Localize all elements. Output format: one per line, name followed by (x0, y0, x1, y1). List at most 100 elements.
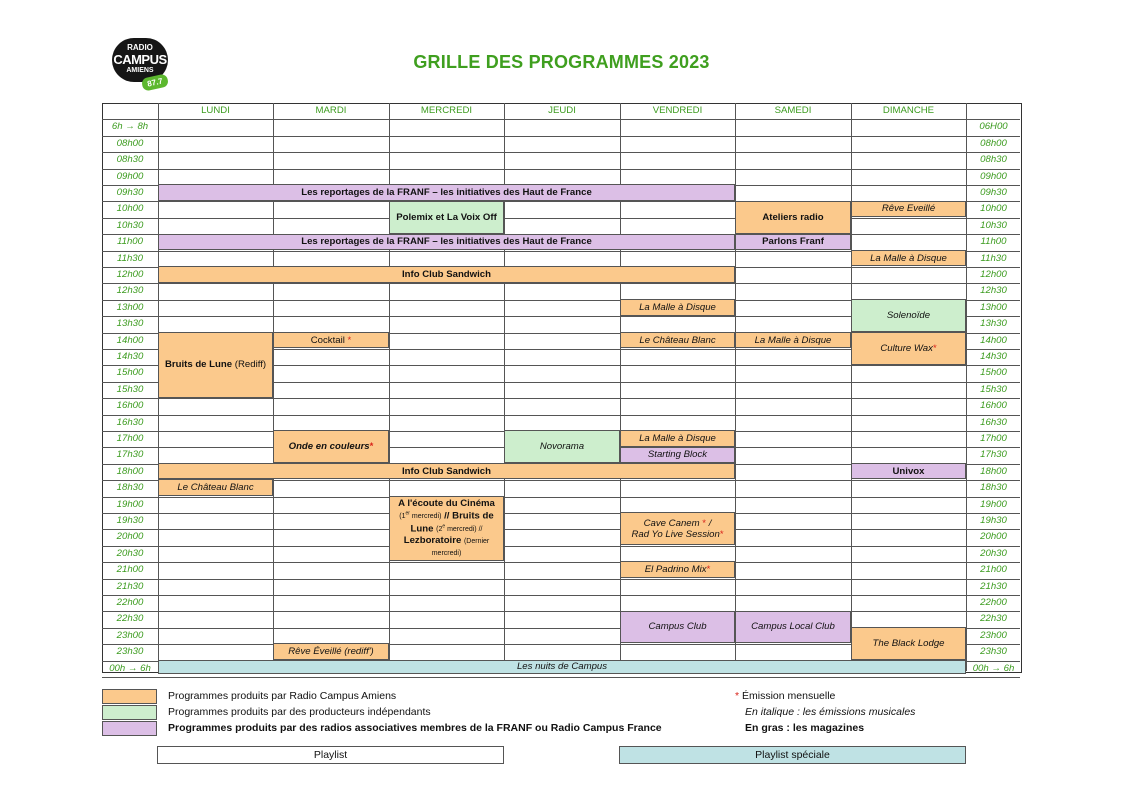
row-line (102, 398, 1020, 400)
schedule-grid: LUNDI MARDI MERCREDI JEUDI VENDREDI SAME… (102, 103, 1022, 678)
program-campus-local-club[interactable]: Campus Local Club (735, 610, 851, 644)
time-label-left: 08h30 (116, 154, 144, 166)
program-label: Novorama (539, 441, 585, 453)
legend-swatch-green (102, 705, 157, 720)
program-label: The Black Lodge (872, 637, 945, 649)
legend-swatch-purple (102, 721, 157, 736)
program-ateliers-radio[interactable]: Ateliers radio (735, 200, 851, 234)
page-title: GRILLE DES PROGRAMMES 2023 (413, 52, 710, 72)
program-univox[interactable]: Univox (851, 463, 966, 480)
program-info-club-1200[interactable]: Info Club Sandwich (158, 266, 735, 283)
time-label-left: 18h30 (116, 482, 144, 494)
program-starting-block[interactable]: Starting Block (620, 446, 735, 463)
program-label: Cave Canem (643, 517, 700, 529)
program-malle-vendredi-1700[interactable]: La Malle à Disque (620, 430, 735, 447)
program-campus-club[interactable]: Campus Club (620, 610, 735, 644)
ordinal-2-sup: e (442, 524, 446, 531)
row-line (102, 611, 1020, 613)
time-label-left: 10h00 (116, 203, 144, 215)
time-label-left: 12h00 (116, 269, 144, 280)
program-cocktail[interactable]: Cocktail * (273, 332, 389, 349)
program-ecoute-cinema[interactable]: A l'écoute du Cinéma (1er mercredi) // B… (389, 495, 504, 562)
time-label-left: 11h00 (117, 236, 143, 248)
time-label-right: 22h00 (980, 597, 1007, 608)
program-malle-vendredi-1300[interactable]: La Malle à Disque (620, 299, 735, 316)
program-label: A l'écoute du Cinéma (398, 497, 495, 509)
program-label: Starting Block (647, 449, 708, 461)
program-info-club-1800[interactable]: Info Club Sandwich (158, 463, 735, 480)
time-label-right: 18h00 (980, 465, 1007, 477)
ordinal-2-suffix: mercredi) // (447, 526, 483, 534)
day-header-lundi: LUNDI (201, 105, 230, 116)
time-label-right: 19h30 (980, 515, 1007, 526)
program-malle-samedi[interactable]: La Malle à Disque (735, 332, 851, 349)
monthly-star: * (706, 564, 711, 576)
program-solenoide[interactable]: Solenoïde (851, 299, 966, 332)
time-label-right: 14h30 (980, 351, 1007, 362)
day-header-jeudi: JEUDI (548, 105, 576, 116)
program-label: Les reportages de la FRANF – les initiat… (301, 236, 592, 248)
day-header-samedi: SAMEDI (774, 105, 812, 116)
legend-italic-note: En italique : les émissions musicales (745, 706, 916, 718)
program-reportages-1100[interactable]: Les reportages de la FRANF – les initiat… (158, 233, 735, 250)
program-label: Cocktail (310, 334, 345, 346)
monthly-star: * (719, 528, 724, 540)
column-line (966, 103, 967, 671)
time-label-right: 22h30 (980, 613, 1007, 625)
program-chateau-blanc-vendredi[interactable]: Le Château Blanc (620, 332, 735, 349)
row-line (102, 513, 1020, 514)
time-label-left: 20h00 (116, 531, 144, 543)
time-label-left: 21h30 (116, 580, 144, 592)
program-label: Ateliers radio (762, 211, 824, 223)
program-bruits-de-lune[interactable]: Bruits de Lune (Rediff) (158, 332, 273, 398)
program-label: // Bruits de Lune (410, 510, 494, 535)
column-line (620, 103, 621, 671)
time-label-right: 11h30 (980, 252, 1007, 264)
column-line (504, 103, 505, 671)
row-line (102, 529, 1020, 531)
time-label-left: 20h30 (116, 547, 144, 559)
time-label-right: 17h30 (980, 449, 1007, 461)
time-label-left: 08h00 (116, 137, 144, 149)
program-label: Culture Wax (880, 342, 933, 354)
program-black-lodge[interactable]: The Black Lodge (851, 627, 966, 660)
program-el-padrino[interactable]: El Padrino Mix* (620, 561, 735, 578)
time-label-right: 09h30 (980, 187, 1007, 198)
program-cave-canem[interactable]: Cave Canem * / Rad Yo Live Session* (620, 512, 735, 545)
program-label: Info Club Sandwich (401, 269, 491, 281)
logo-campus: CAMPUS (113, 52, 167, 67)
program-malle-dimanche[interactable]: La Malle à Disque (851, 250, 966, 267)
program-nuits-de-campus[interactable]: Les nuits de Campus (158, 659, 966, 674)
time-label-left: 14h00 (116, 334, 144, 346)
program-label: Info Club Sandwich (401, 465, 491, 477)
time-label-right: 20h00 (980, 531, 1007, 543)
program-label: Campus Local Club (751, 621, 835, 633)
program-culture-wax[interactable]: Culture Wax* (851, 332, 966, 365)
program-polemix[interactable]: Polemix et La Voix Off (389, 200, 504, 234)
program-chateau-blanc-lundi[interactable]: Le Château Blanc (158, 479, 273, 496)
time-label-left: 19h30 (116, 515, 144, 526)
program-label: Bruits de Lune (164, 359, 233, 371)
time-label-left: 21h00 (116, 564, 144, 576)
row-line (102, 595, 1020, 596)
program-reve-eveille[interactable]: Rêve Eveillé (851, 200, 966, 218)
row-line (102, 283, 1020, 285)
program-novorama[interactable]: Novorama (504, 430, 620, 463)
monthly-star: * (932, 342, 937, 354)
program-label: Lezboratoire (403, 535, 462, 547)
time-label-right: 23h30 (980, 646, 1007, 658)
row-line (102, 480, 1020, 482)
time-label-left: 23h00 (116, 629, 144, 641)
row-line (102, 349, 1020, 350)
time-label-right: 08h00 (980, 137, 1007, 149)
program-parlons-franf[interactable]: Parlons Franf (735, 233, 851, 250)
row-line (102, 578, 1020, 580)
program-label: Le Château Blanc (639, 334, 716, 346)
time-label-left: 00h → 6h (109, 662, 151, 674)
program-note: (2e mercredi) // (436, 524, 483, 534)
row-line (102, 168, 1020, 170)
row-line (102, 545, 1020, 547)
program-reportages-0930[interactable]: Les reportages de la FRANF – les initiat… (158, 184, 735, 201)
program-reve-eveille-rediff[interactable]: Rêve Éveillé (rediff') (273, 643, 389, 660)
program-onde-en-couleurs[interactable]: Onde en couleurs* (273, 430, 389, 463)
